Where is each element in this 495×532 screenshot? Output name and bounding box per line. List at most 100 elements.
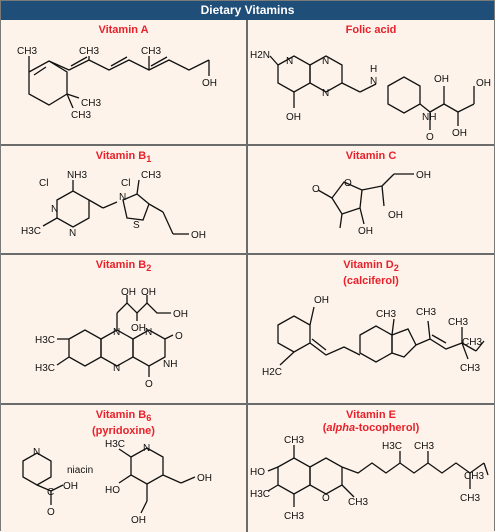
vitamin-d2-structure: OH CH3 CH3 CH3 CH3 CH3 H2C <box>262 295 485 378</box>
panel-vitamin-c: Vitamin C O O OH OH OH <box>248 146 494 253</box>
oh-label: OH <box>191 230 206 241</box>
ch3-label: CH3 <box>348 497 368 508</box>
ch3-label: CH3 <box>79 46 99 57</box>
ch3-label: CH3 <box>284 511 304 522</box>
ch3-label: CH3 <box>376 309 396 320</box>
n-label: N <box>113 363 120 374</box>
n-label: N <box>69 228 76 239</box>
h3c-label: H3C <box>21 226 41 237</box>
figure-header: Dietary Vitamins <box>1 1 494 20</box>
n-label: N <box>145 327 152 338</box>
h3c-label: H3C <box>105 439 125 450</box>
oh-label: OH <box>63 481 78 492</box>
panel-title: Vitamin B2 <box>95 259 152 274</box>
oh-label: OH <box>141 287 156 298</box>
ch3-label: CH3 <box>81 98 101 109</box>
o-label: O <box>145 379 153 390</box>
niacin-label: niacin <box>67 465 93 476</box>
panel-folic-acid: Folic acid H2N N N N N H OH OH OH <box>248 20 494 144</box>
o-label: O <box>426 132 434 143</box>
ch3-label: CH3 <box>17 46 37 57</box>
h2n-label: H2N <box>250 50 270 61</box>
cl-label: Cl <box>39 178 48 189</box>
o-label: O <box>175 331 183 342</box>
h3c-label: H3C <box>382 441 402 452</box>
ch3-label: CH3 <box>460 363 480 374</box>
n-label: N <box>322 56 329 67</box>
ch3-label: CH3 <box>416 307 436 318</box>
oh-label: OH <box>197 473 212 484</box>
panel-vitamin-e: Vitamin E(alpha-tocopherol) CH3 CH3 CH3 … <box>248 405 494 532</box>
oh-label: OH <box>314 295 329 306</box>
panel-title: Vitamin D2(calciferol) <box>343 259 399 288</box>
nh-label: NH <box>163 359 177 370</box>
h3c-label: H3C <box>35 335 55 346</box>
ho-label: HO <box>250 467 265 478</box>
n-label: N <box>143 443 150 454</box>
panel-vitamin-a: Vitamin A CH3 CH3 CH3 CH3 CH3 OH <box>1 20 246 144</box>
c-label: C <box>47 487 54 498</box>
oh-label: OH <box>173 309 188 320</box>
panel-vitamin-b2: Vitamin B2 OH OH OH OH H3C H3C N N N O O <box>1 255 246 403</box>
h3c-label: H3C <box>35 363 55 374</box>
o-label: O <box>312 184 320 195</box>
oh-label: OH <box>452 128 467 139</box>
nh3-label: NH3 <box>67 170 87 181</box>
row-divider-2 <box>1 253 494 255</box>
row-divider-1 <box>1 144 494 146</box>
vitamin-e-structure: CH3 CH3 CH3 H3C CH3 CH3 CH3 HO H3C O <box>250 435 489 522</box>
oh-label: OH <box>131 323 146 334</box>
ch3-label: CH3 <box>141 170 161 181</box>
n-label: N <box>370 76 377 87</box>
ch3-label: CH3 <box>460 493 480 504</box>
panel-vitamin-d2: Vitamin D2(calciferol) OH CH3 CH3 CH3 CH… <box>248 255 494 403</box>
oh-label: OH <box>476 78 491 89</box>
h-label: H <box>370 64 377 75</box>
nh-label: NH <box>422 112 436 123</box>
oh-label: OH <box>202 78 217 89</box>
ch3-label: CH3 <box>141 46 161 57</box>
h2c-label: H2C <box>262 367 282 378</box>
ch3-label: CH3 <box>284 435 304 446</box>
row-divider-3 <box>1 403 494 405</box>
h3c-label: H3C <box>250 489 270 500</box>
ch3-label: CH3 <box>448 317 468 328</box>
vitamin-b1-structure: Cl Cl NH3 N N N S CH3 H3C OH <box>21 170 206 241</box>
oh-label: OH <box>286 112 301 123</box>
cl-label: Cl <box>121 178 130 189</box>
panel-title: Vitamin C <box>345 150 397 162</box>
oh-label: OH <box>121 287 136 298</box>
panel-title: Folic acid <box>345 24 397 36</box>
oh-label: OH <box>416 170 431 181</box>
vitamin-a-structure: CH3 CH3 CH3 CH3 CH3 OH <box>17 46 217 121</box>
ch3-label: CH3 <box>71 110 91 121</box>
panel-title: Vitamin A <box>98 24 149 36</box>
ch3-label: CH3 <box>414 441 434 452</box>
n-label: N <box>51 204 58 215</box>
panel-title: Vitamin B6(pyridoxine) <box>92 409 155 438</box>
n-label: N <box>33 447 40 458</box>
folic-acid-structure: H2N N N N N H OH OH OH OH NH O <box>250 50 491 143</box>
panel-vitamin-b1: Vitamin B1 Cl Cl NH3 N N N S CH3 H3C OH <box>1 146 246 253</box>
vitamin-c-structure: O O OH OH OH <box>312 170 431 237</box>
panel-vitamin-b6: Vitamin B6(pyridoxine) N N niacin C OH O… <box>1 405 246 532</box>
vitamin-b6-structure: N N niacin C OH O H3C HO OH OH <box>22 439 212 526</box>
ho-label: HO <box>105 485 120 496</box>
panel-title: Vitamin B1 <box>95 150 152 165</box>
ch3-label: CH3 <box>462 337 482 348</box>
column-divider <box>246 20 248 532</box>
n-label: N <box>286 56 293 67</box>
o-label: O <box>344 178 352 189</box>
s-label: S <box>133 220 140 231</box>
panel-title: Vitamin E(alpha-tocopherol) <box>322 409 420 434</box>
n-label: N <box>322 88 329 99</box>
ch3-label: CH3 <box>464 471 484 482</box>
o-label: O <box>47 507 55 518</box>
o-label: O <box>322 493 330 504</box>
oh-label: OH <box>131 515 146 526</box>
n-label: N <box>113 327 120 338</box>
oh-label: OH <box>358 226 373 237</box>
vitamin-b2-structure: OH OH OH OH H3C H3C N N N O O NH <box>35 287 188 390</box>
n-label: N <box>119 192 126 203</box>
